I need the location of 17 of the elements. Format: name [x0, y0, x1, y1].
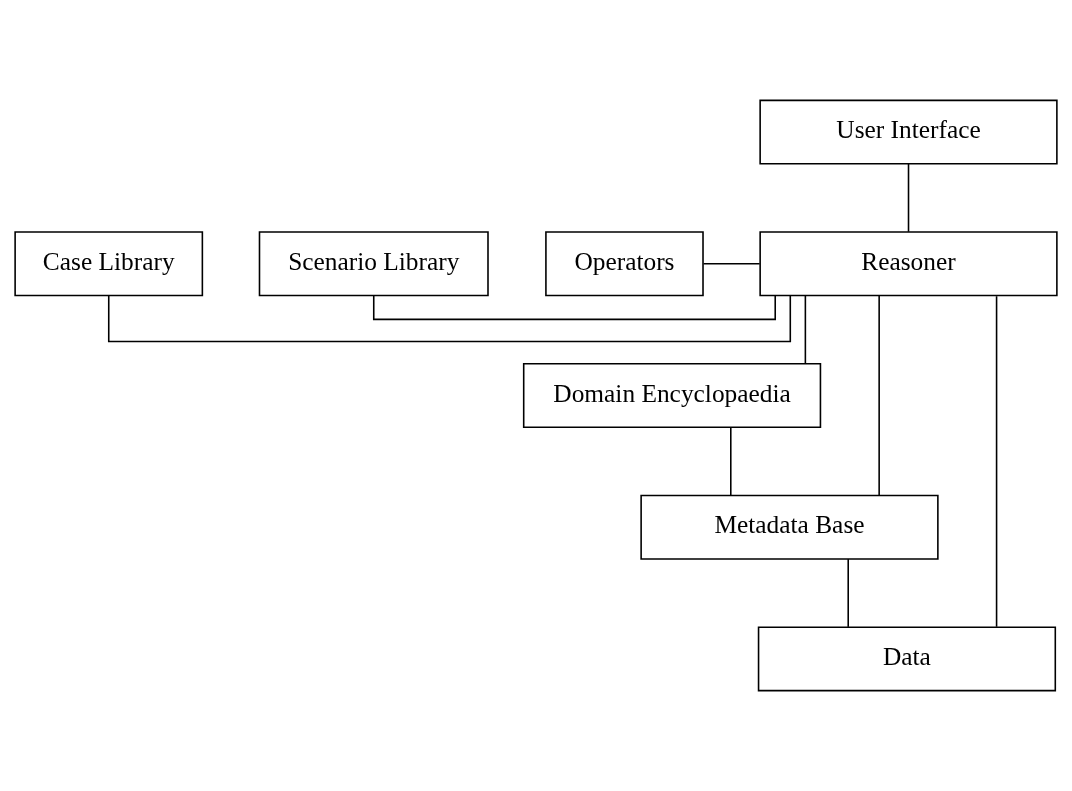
node-box: User Interface: [759, 99, 1058, 165]
connector: [907, 163, 910, 233]
connector: [372, 295, 776, 321]
connector: [107, 295, 792, 343]
connector: [804, 294, 807, 365]
node-box: Operators: [545, 231, 704, 297]
connector: [847, 558, 849, 628]
connector: [878, 294, 880, 497]
node-box: Data: [757, 626, 1057, 692]
node-box: Metadata Base: [640, 494, 939, 560]
node-box: Domain Encyclopaedia: [522, 362, 822, 429]
connector: [995, 295, 998, 628]
node-box: Reasoner: [759, 231, 1058, 297]
node-box: Case Library: [14, 231, 204, 297]
connector: [702, 263, 761, 265]
node-box: Scenario Library: [258, 231, 489, 297]
connector: [730, 426, 732, 496]
